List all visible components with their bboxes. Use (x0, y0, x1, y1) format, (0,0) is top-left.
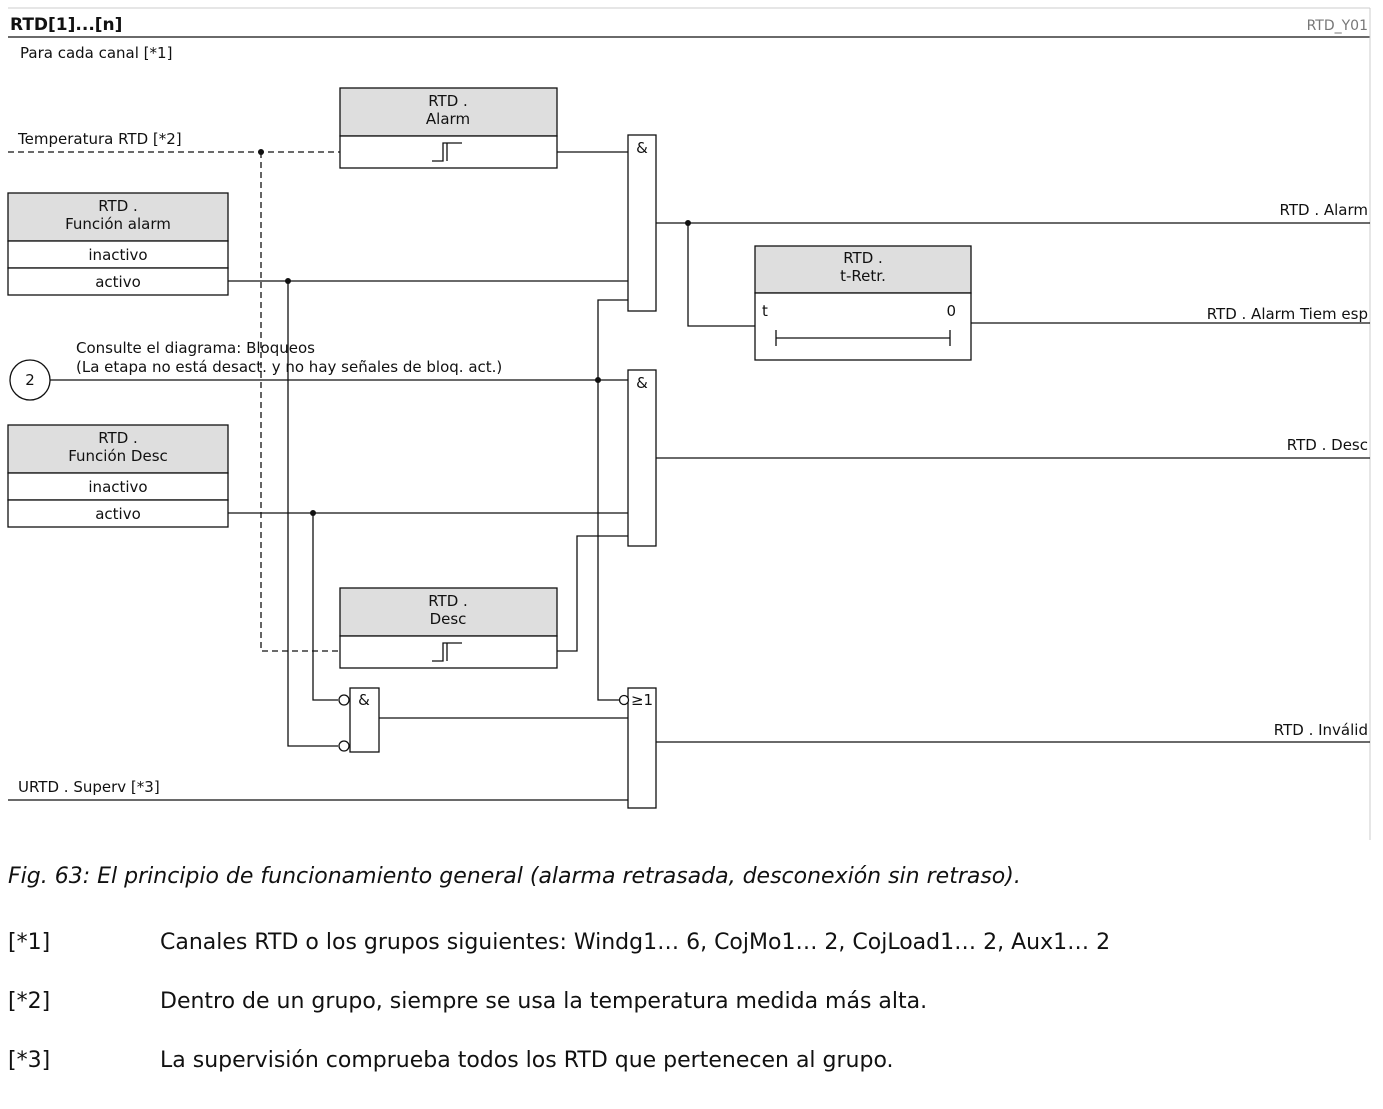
block-title-line2: Función alarm (65, 215, 171, 233)
junction-dot (285, 278, 291, 284)
block-title-line1: RTD . (98, 429, 138, 447)
footnote-text: La supervisión comprueba todos los RTD q… (160, 1048, 894, 1073)
blocking-reference: 2 Consulte el diagrama: Bloqueos (La eta… (9, 339, 502, 401)
blocking-label-line1: Consulte el diagrama: Bloqueos (76, 339, 315, 357)
option-inactive: inactivo (88, 478, 147, 496)
footnote-1: [*1] Canales RTD o los grupos siguientes:… (8, 930, 1110, 955)
trip-threshold-wire (557, 535, 628, 652)
block-title-line1: RTD . (98, 197, 138, 215)
gate-symbol: & (636, 374, 648, 392)
gate-body (627, 687, 657, 809)
figure-caption: Fig. 63: El principio de funcionamiento … (8, 864, 1021, 889)
block-body (339, 635, 558, 669)
alarm-function-branch-wire (287, 281, 338, 747)
junction-dot (595, 377, 601, 383)
scope-label: Para cada canal [*1] (20, 44, 172, 62)
block-title-line2: Alarm (426, 110, 470, 128)
alarm-threshold-block: RTD . Alarm (339, 87, 558, 169)
invalid-output-label: RTD . Inválid (1274, 721, 1368, 739)
alarm-output-label: RTD . Alarm (1280, 201, 1368, 219)
temperature-input-label: Temperatura RTD [*2] (17, 130, 182, 148)
threshold-icon (432, 142, 462, 162)
gate-body (627, 369, 657, 547)
block-title-line2: t-Retr. (840, 267, 886, 285)
junction-dot (258, 149, 264, 155)
logic-diagram: RTD[1]...[n] RTD_Y01 Para cada canal [*1… (7, 7, 1371, 840)
reference-circle (9, 359, 51, 401)
and-gate-trip: & (627, 369, 657, 547)
block-header (339, 587, 558, 637)
delay-t-label: t (762, 302, 768, 320)
blocking-label-line2: (La etapa no está desact. y no hay señal… (76, 358, 502, 376)
footnote-key: [*3] (8, 1048, 51, 1073)
option-row (7, 240, 229, 269)
gate-symbol: & (636, 139, 648, 157)
trip-function-block: RTD . Función Desc inactivo activo (7, 424, 229, 528)
reference-number: 2 (25, 371, 35, 389)
footnote-key: [*1] (8, 930, 51, 955)
blocking-to-alarm-gate-wire (597, 299, 628, 380)
trip-threshold-block: RTD . Desc (339, 587, 558, 669)
inverter-bubble (338, 694, 350, 706)
alarm-delayed-output-label: RTD . Alarm Tiem esp (1207, 305, 1368, 323)
block-title-line1: RTD . (843, 249, 883, 267)
block-title-line1: RTD . (428, 92, 468, 110)
or-gate-invalid: ≥1 (618, 687, 657, 809)
alarm-to-delay-wire (687, 223, 755, 327)
block-body (754, 292, 972, 361)
blocking-branch-wire (597, 380, 620, 701)
block-header (7, 192, 229, 242)
block-title-line2: Función Desc (68, 447, 168, 465)
option-active: activo (95, 273, 141, 291)
footnote-3: [*3] La supervisión comprueba todos los R… (8, 1048, 894, 1073)
junction-dot (685, 220, 691, 226)
trip-function-branch-wire (312, 513, 338, 701)
option-row (7, 267, 229, 296)
supervision-input-label: URTD . Superv [*3] (18, 778, 160, 796)
delay-zero-label: 0 (946, 302, 956, 320)
option-row (7, 499, 229, 528)
and-gate-invalid-config: & (338, 687, 380, 753)
alarm-function-block: RTD . Función alarm inactivo activo (7, 192, 229, 296)
block-header (339, 87, 558, 137)
gate-body (349, 687, 380, 753)
footnote-key: [*2] (8, 989, 51, 1014)
inverter-bubble (338, 740, 350, 752)
threshold-icon (432, 642, 462, 662)
gate-symbol: & (358, 691, 370, 709)
trip-output-label: RTD . Desc (1287, 436, 1368, 454)
gate-body (627, 134, 657, 312)
option-active: activo (95, 505, 141, 523)
and-gate-alarm: & (627, 134, 657, 312)
block-body (339, 135, 558, 169)
footnote-text: Dentro de un grupo, siempre se usa la te… (160, 989, 928, 1014)
block-title-line1: RTD . (428, 592, 468, 610)
footnote-text: Canales RTD o los grupos siguientes: Win… (160, 930, 1111, 955)
footnote-2: [*2] Dentro de un grupo, siempre se usa l… (8, 989, 927, 1014)
diagram-reference: RTD_Y01 (1307, 18, 1368, 34)
delay-block: RTD . t-Retr. t 0 (754, 245, 972, 361)
diagram-title: RTD[1]...[n] (10, 15, 122, 35)
block-title-line2: Desc (430, 610, 467, 628)
temperature-branch-wire (260, 152, 340, 652)
inverter-bubble (618, 694, 630, 706)
gate-symbol: ≥1 (631, 691, 653, 709)
junction-dot (310, 510, 316, 516)
option-inactive: inactivo (88, 246, 147, 264)
